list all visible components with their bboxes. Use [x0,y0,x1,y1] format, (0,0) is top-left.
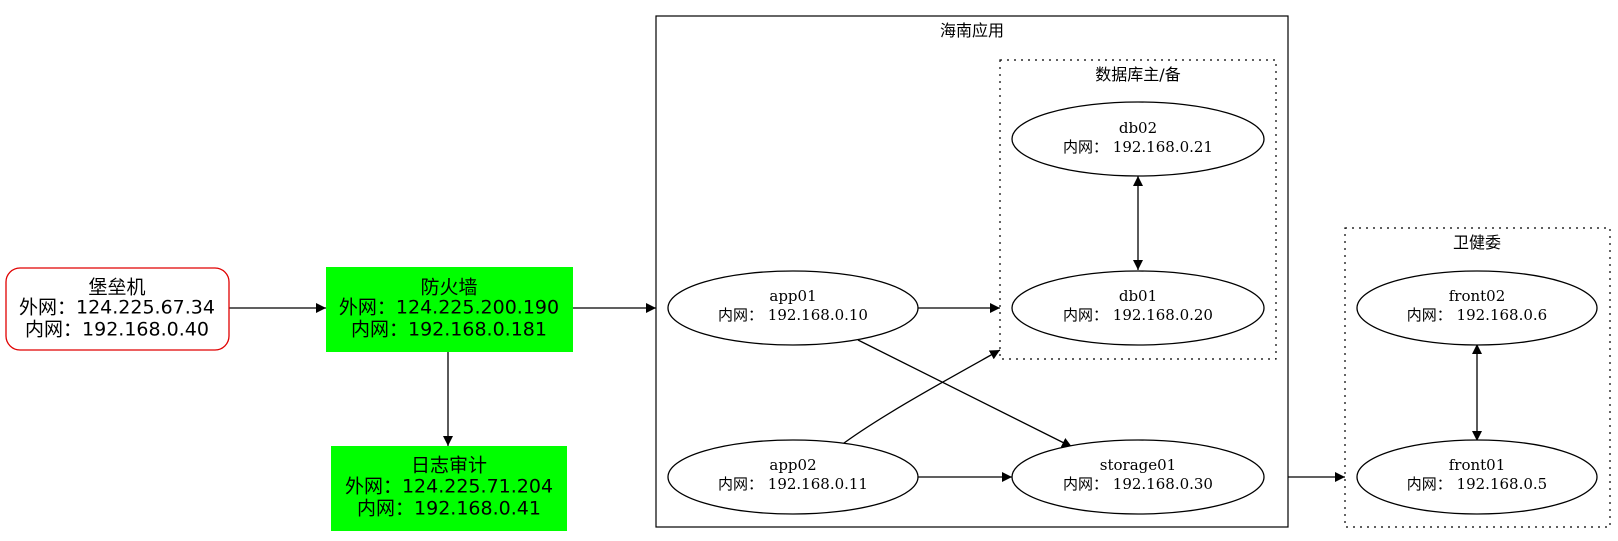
storage01-internal-ip: 内网： 192.168.0.30 [1063,475,1213,493]
db02-name: db02 [1119,119,1157,137]
edge-app02-db [839,349,1001,447]
app02-internal-ip: 内网： 192.168.0.11 [718,475,868,493]
front01-name: front01 [1449,456,1506,474]
front01-internal-ip: 内网： 192.168.0.5 [1407,475,1547,493]
app01-internal-ip: 内网： 192.168.0.10 [718,306,868,324]
bastion-internal-ip: 内网：192.168.0.40 [25,319,209,341]
node-app02: app02 内网： 192.168.0.11 [667,439,919,515]
audit-internal-ip: 内网：192.168.0.41 [357,498,541,520]
node-front01: front01 内网： 192.168.0.5 [1356,439,1598,515]
node-bastion: 堡垒机 外网：124.225.67.34 内网：192.168.0.40 [5,267,230,351]
node-storage01: storage01 内网： 192.168.0.30 [1011,439,1265,515]
cluster-db: 数据库主/备 [999,59,1277,360]
cluster-weijianwei-title: 卫健委 [1453,233,1501,252]
db02-internal-ip: 内网： 192.168.0.21 [1063,138,1213,156]
firewall-name: 防火墙 [420,277,477,299]
firewall-internal-ip: 内网：192.168.0.181 [351,319,547,341]
audit-external-ip: 外网：124.225.71.204 [345,476,553,498]
bastion-external-ip: 外网：124.225.67.34 [19,297,215,319]
edges [229,176,1482,482]
storage01-name: storage01 [1100,456,1176,474]
node-db01: db01 内网： 192.168.0.20 [1011,270,1265,346]
firewall-external-ip: 外网：124.225.200.190 [339,297,559,319]
cluster-hainan: 海南应用 [655,15,1289,528]
cluster-hainan-title: 海南应用 [940,21,1004,40]
edge-app01-storage01 [857,339,1073,448]
bastion-name: 堡垒机 [88,277,145,299]
front02-name: front02 [1449,287,1506,305]
db01-internal-ip: 内网： 192.168.0.20 [1063,306,1213,324]
front02-internal-ip: 内网： 192.168.0.6 [1407,306,1547,324]
node-app01: app01 内网： 192.168.0.10 [667,270,919,346]
app01-name: app01 [769,287,816,305]
db01-name: db01 [1119,287,1157,305]
audit-name: 日志审计 [411,455,487,477]
node-front02: front02 内网： 192.168.0.6 [1356,270,1598,346]
node-db02: db02 内网： 192.168.0.21 [1011,101,1265,177]
app02-name: app02 [769,456,816,474]
cluster-weijianwei: 卫健委 [1344,227,1611,528]
node-audit: 日志审计 外网：124.225.71.204 内网：192.168.0.41 [331,446,567,531]
cluster-db-title: 数据库主/备 [1095,65,1180,84]
node-firewall: 防火墙 外网：124.225.200.190 内网：192.168.0.181 [326,267,573,352]
